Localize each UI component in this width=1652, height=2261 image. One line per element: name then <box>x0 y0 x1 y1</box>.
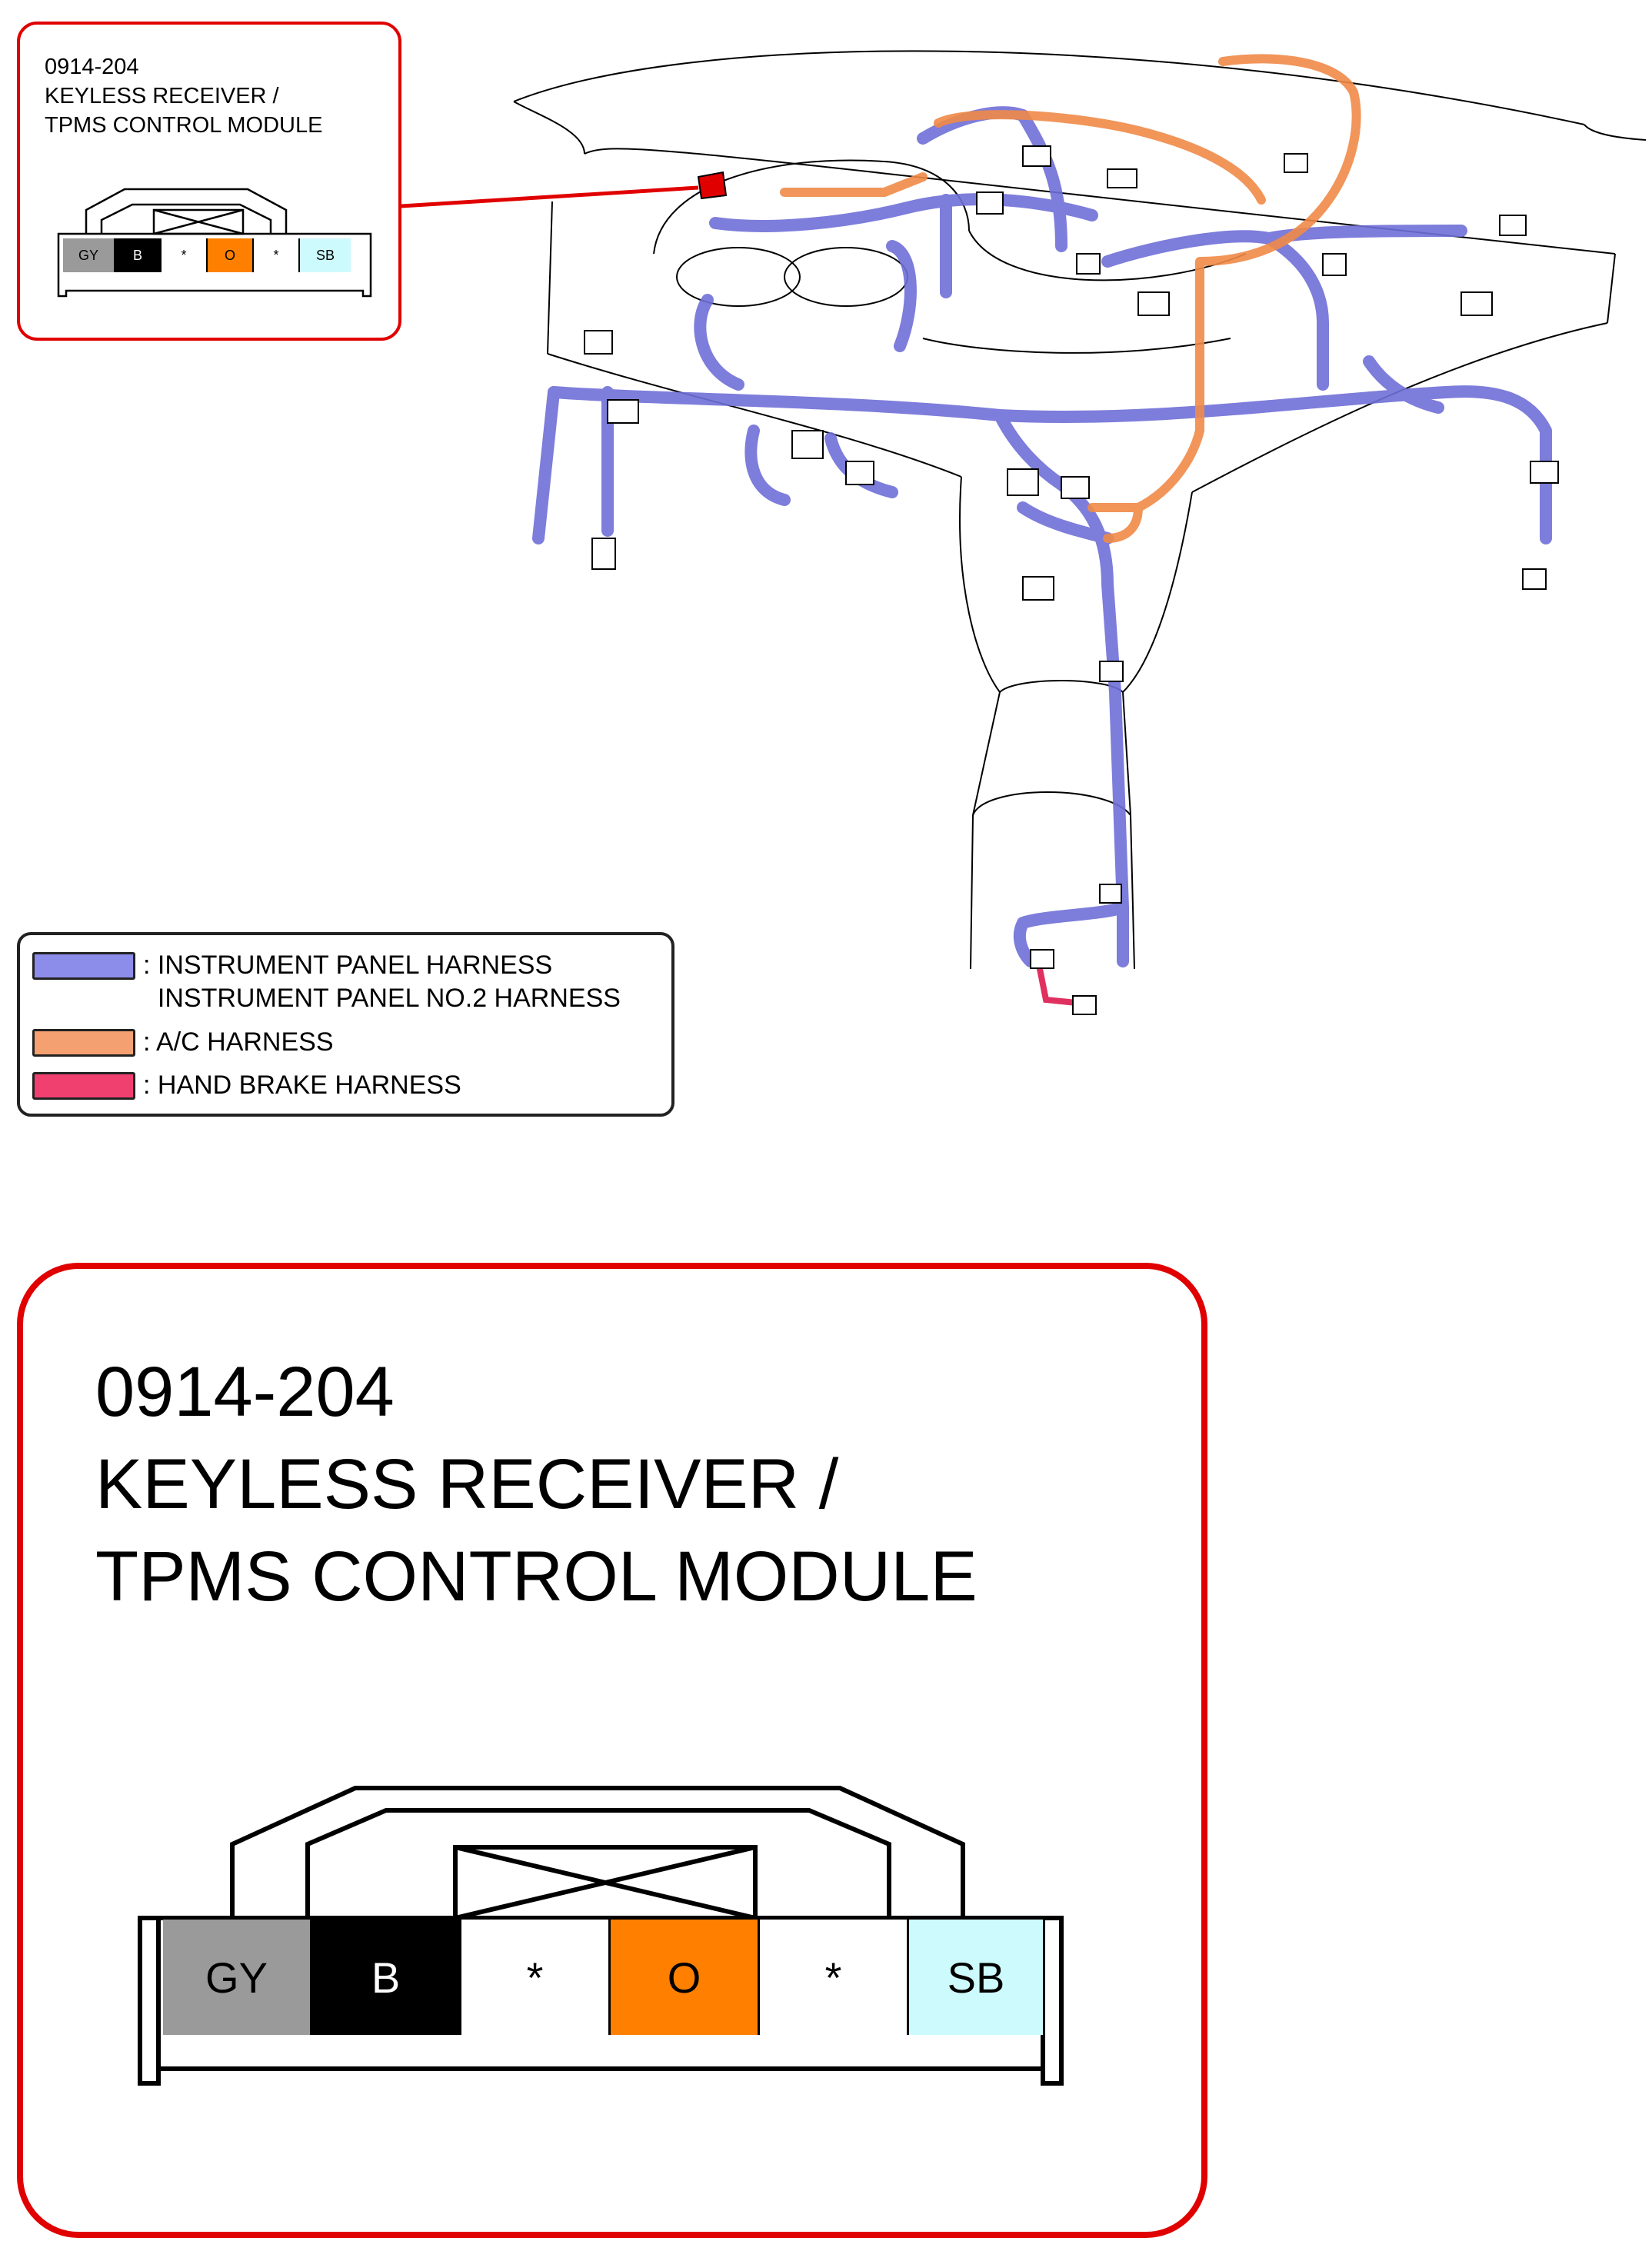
pin-small-3-label: * <box>181 247 187 263</box>
pin-small-1: GY <box>63 238 115 272</box>
legend-label-hand-brake: : HAND BRAKE HARNESS <box>143 1071 461 1100</box>
connector-title-large: 0914-204 KEYLESS RECEIVER / TPMS CONTROL… <box>95 1353 978 1616</box>
connector-title-small: 0914-204 KEYLESS RECEIVER / TPMS CONTROL… <box>45 55 323 138</box>
pin-1: GY <box>163 1920 312 2035</box>
legend-item-hand-brake: : HAND BRAKE HARNESS <box>32 1071 461 1103</box>
legend-swatch-instrument-panel <box>32 952 135 980</box>
connector-diagram-large <box>138 1786 1064 2086</box>
pin-3-label: * <box>526 1953 544 2002</box>
pin-5: * <box>760 1920 909 2035</box>
pin-6-label: SB <box>947 1953 1005 2002</box>
pin-small-6: SB <box>300 238 351 272</box>
pin-small-1-label: GY <box>78 247 98 263</box>
pin-small-5-label: * <box>273 247 279 263</box>
pin-4: O <box>611 1920 760 2035</box>
pin-small-6-label: SB <box>315 247 335 263</box>
pin-4-label: O <box>667 1953 701 2002</box>
pin-3: * <box>461 1920 611 2035</box>
legend-swatch-ac <box>32 1029 135 1057</box>
legend-swatch-hand-brake <box>32 1072 135 1100</box>
connector-callout-large: 0914-204 KEYLESS RECEIVER / TPMS CONTROL… <box>17 1263 1207 2238</box>
pin-2-label: B <box>371 1953 401 2002</box>
pin-small-2-label: B <box>132 247 142 263</box>
legend-item-instrument-panel: : INSTRUMENT PANEL HARNESS INSTRUMENT PA… <box>32 951 621 1013</box>
legend-label-instrument-panel: : INSTRUMENT PANEL HARNESS INSTRUMENT PA… <box>143 951 621 1013</box>
legend-label-ac: : A/C HARNESS <box>143 1027 334 1057</box>
pin-small-5: * <box>254 238 300 272</box>
pin-2: B <box>312 1920 461 2035</box>
pin-small-2: B <box>115 238 162 272</box>
harness-legend: : INSTRUMENT PANEL HARNESS INSTRUMENT PA… <box>17 932 674 1117</box>
pin-small-3: * <box>162 238 208 272</box>
connector-diagram-small <box>57 188 372 298</box>
pin-5-label: * <box>824 1953 842 2002</box>
pin-6: SB <box>909 1920 1043 2035</box>
pin-small-4: O <box>208 238 254 272</box>
legend-item-ac: : A/C HARNESS <box>32 1027 334 1060</box>
connector-callout-small: 0914-204 KEYLESS RECEIVER / TPMS CONTROL… <box>17 22 401 341</box>
pin-1-label: GY <box>205 1953 268 2002</box>
pin-small-4-label: O <box>224 247 235 263</box>
